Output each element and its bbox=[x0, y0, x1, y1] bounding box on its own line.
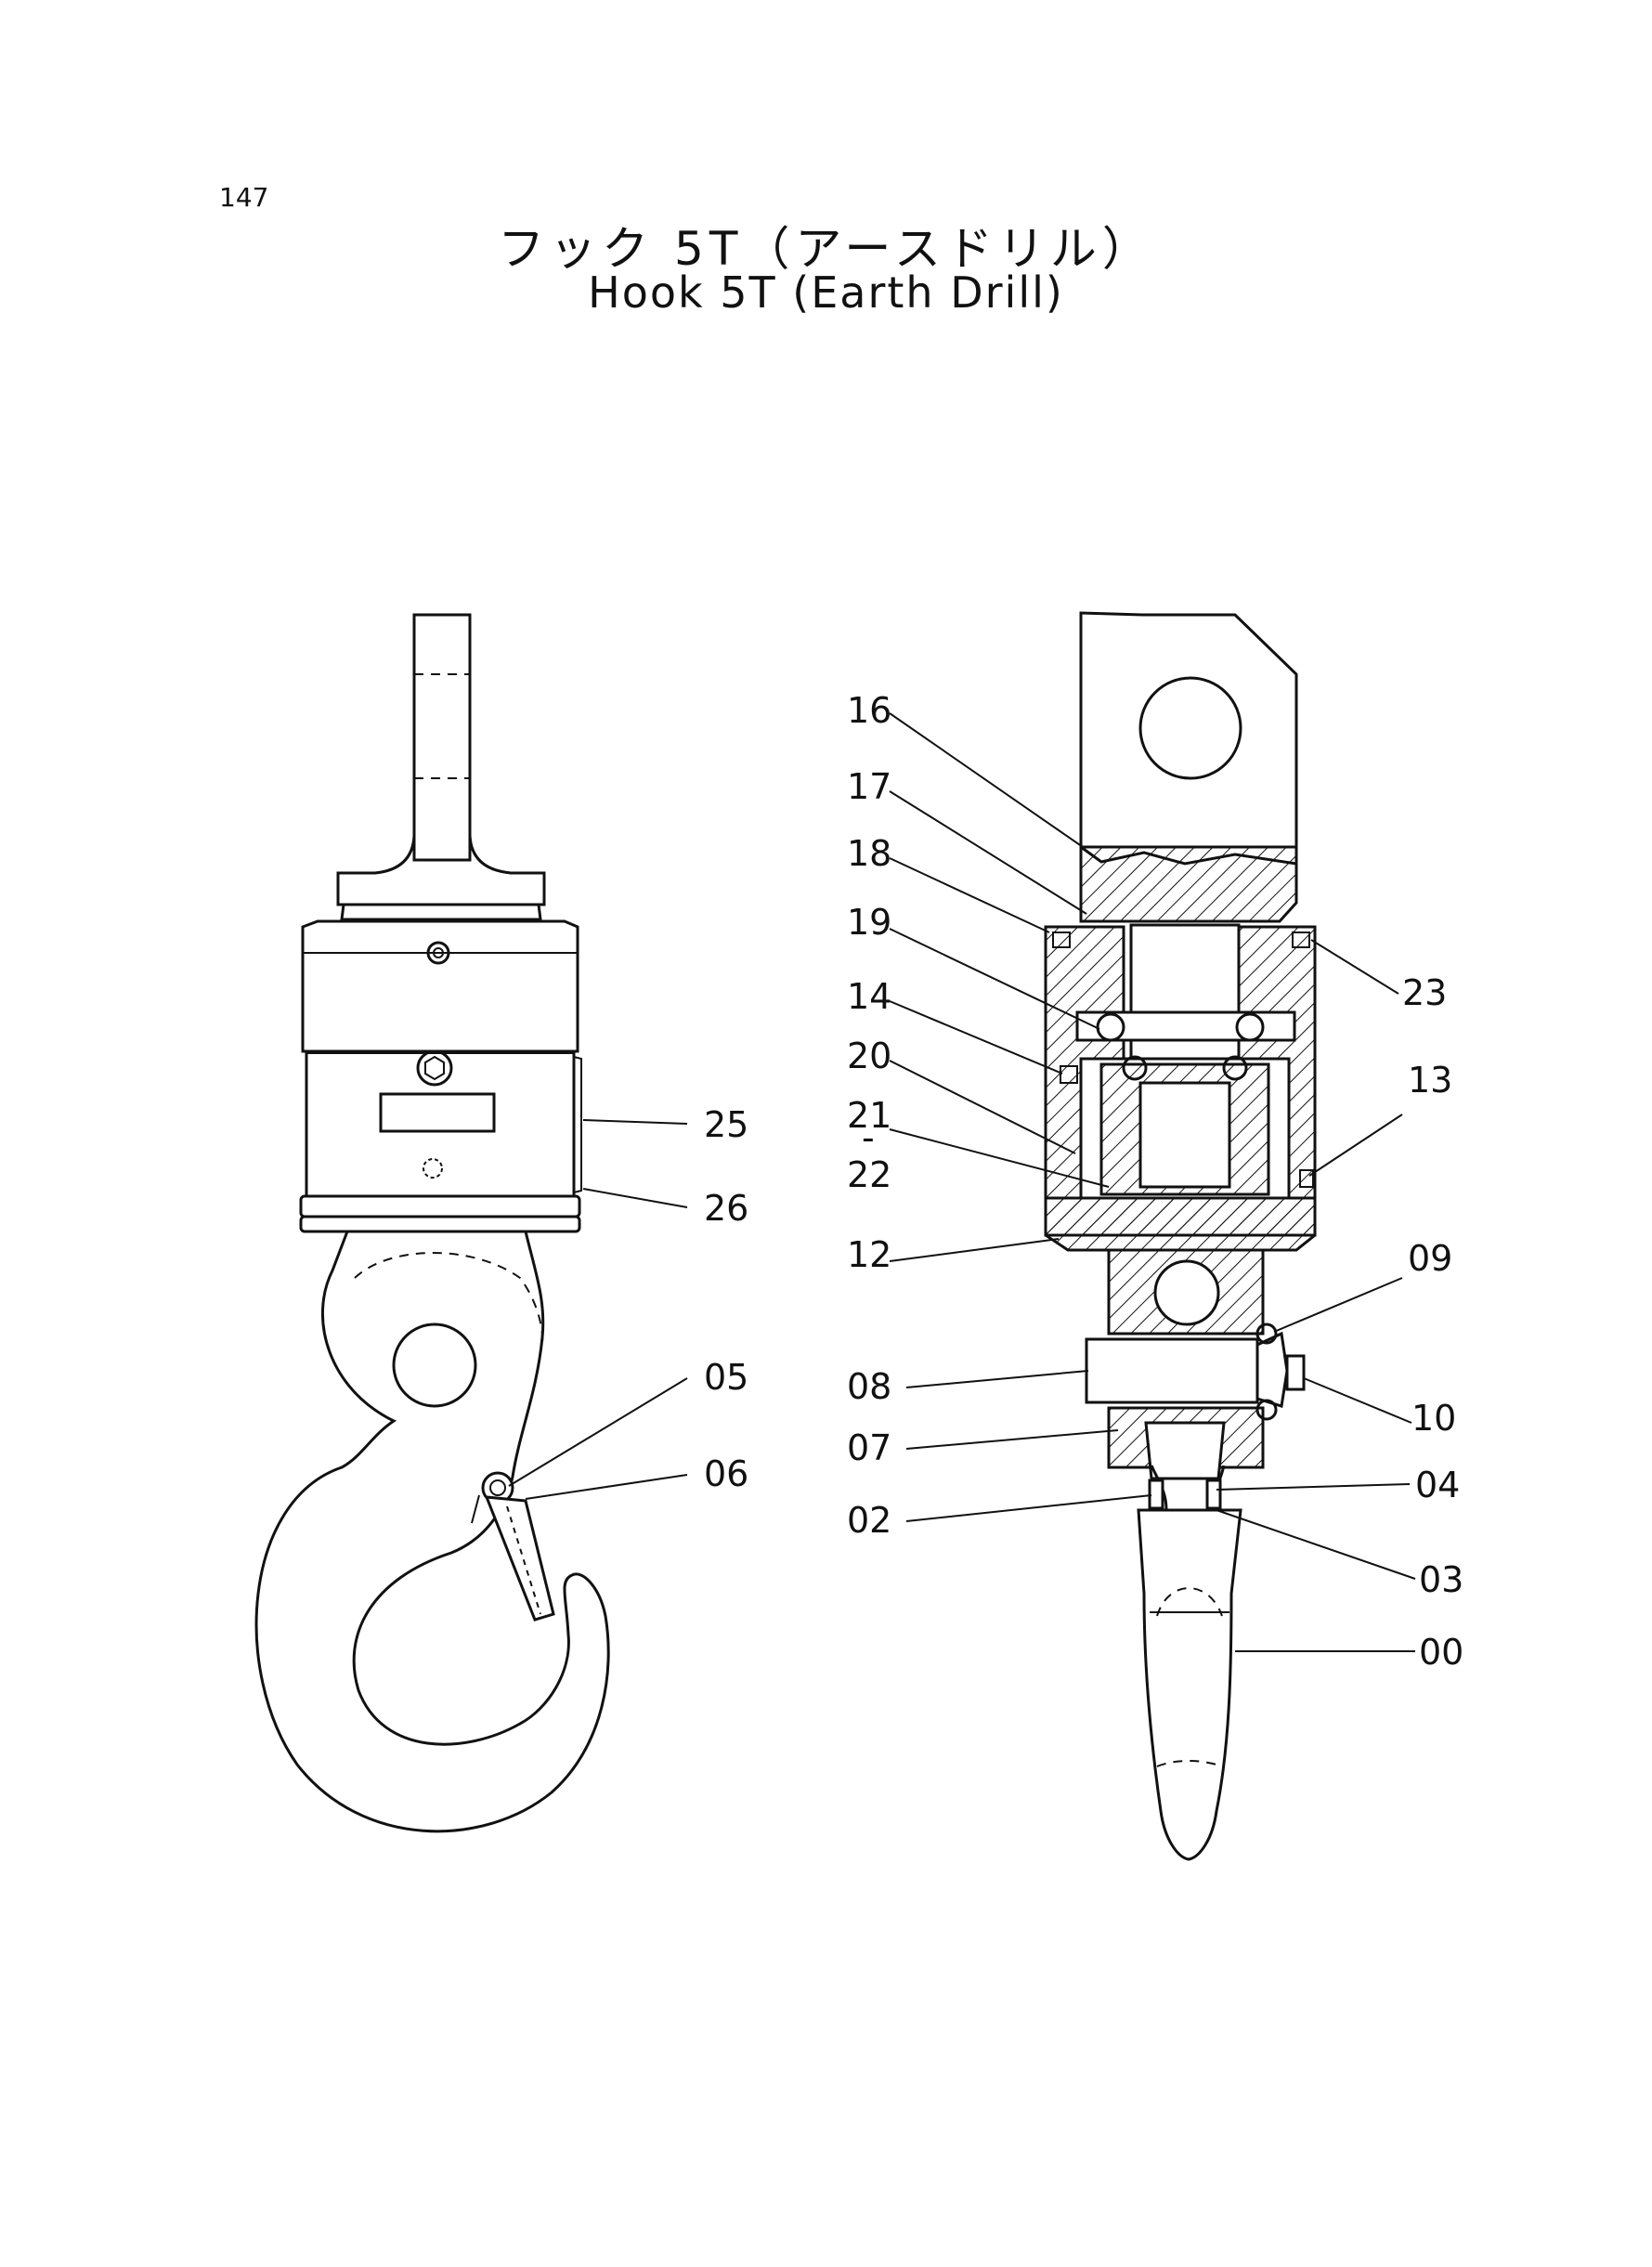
callout-06: 06 bbox=[704, 1453, 748, 1494]
callout-25: 25 bbox=[704, 1104, 748, 1145]
leader-lines bbox=[508, 712, 1416, 1652]
callout-22: 22 bbox=[847, 1154, 891, 1195]
callout-03: 03 bbox=[1419, 1559, 1463, 1600]
callout-18: 18 bbox=[847, 833, 891, 874]
callout-12: 12 bbox=[847, 1234, 891, 1275]
callout-17: 17 bbox=[847, 766, 891, 807]
callout-09: 09 bbox=[1408, 1238, 1452, 1279]
callout-23: 23 bbox=[1402, 972, 1447, 1013]
callout-07: 07 bbox=[847, 1427, 891, 1468]
callout-04: 04 bbox=[1415, 1465, 1460, 1505]
callout-00: 00 bbox=[1419, 1632, 1463, 1673]
hook-section-view bbox=[1044, 611, 1317, 1861]
callout-21-22-separator: - bbox=[862, 1117, 875, 1158]
callout-14: 14 bbox=[847, 976, 891, 1017]
callout-labels: 16 17 18 19 14 20 21 - 22 12 23 13 09 10… bbox=[704, 690, 1463, 1673]
callout-02: 02 bbox=[847, 1500, 891, 1541]
title-japanese: フック 5T（アースドリル） bbox=[498, 222, 1154, 276]
callout-16: 16 bbox=[847, 690, 891, 731]
title-english: Hook 5T (Earth Drill) bbox=[588, 267, 1064, 318]
callout-08: 08 bbox=[847, 1366, 891, 1407]
callout-26: 26 bbox=[704, 1188, 748, 1229]
page-number: 147 bbox=[219, 182, 269, 213]
callout-19: 19 bbox=[847, 902, 891, 943]
hook-exterior-view bbox=[254, 613, 610, 1833]
callout-21: 21 bbox=[847, 1095, 891, 1136]
callout-10: 10 bbox=[1411, 1398, 1456, 1439]
callout-20: 20 bbox=[847, 1036, 891, 1076]
callout-05: 05 bbox=[704, 1357, 748, 1398]
callout-13: 13 bbox=[1408, 1060, 1452, 1101]
